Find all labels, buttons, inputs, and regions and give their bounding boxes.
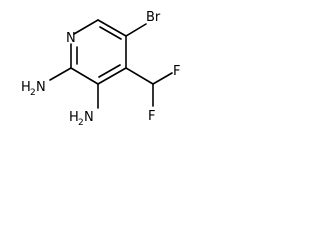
bond-c4-c3-double xyxy=(98,64,121,78)
amine-bottom-n: N xyxy=(84,110,94,125)
amine-left: H 2 N xyxy=(21,80,46,98)
amine-bottom-h: H xyxy=(69,110,79,125)
atom-bromine: Br xyxy=(146,10,161,25)
chemical-structure: N Br F F H 2 N H 2 N xyxy=(21,10,180,128)
bond-c2-nh2 xyxy=(49,67,72,81)
bond-c6-c5-double xyxy=(99,26,122,40)
amine-left-subscript: 2 xyxy=(30,88,36,98)
bond-n-c6 xyxy=(73,19,99,35)
atom-fluorine-lower: F xyxy=(148,109,155,124)
bond-chf2-f-upper xyxy=(152,72,173,85)
bond-c3-c2 xyxy=(70,67,99,85)
substituent-bonds xyxy=(49,23,173,109)
bond-c4-c3 xyxy=(97,67,127,85)
atom-fluorine-upper: F xyxy=(173,64,180,79)
pyridine-ring xyxy=(70,19,127,85)
bond-c6-c5 xyxy=(97,19,127,37)
amine-bottom: H 2 N xyxy=(69,110,94,128)
amine-bottom-subscript: 2 xyxy=(78,118,84,128)
atom-ring-nitrogen: N xyxy=(66,31,76,46)
bond-c5-br xyxy=(125,23,147,37)
amine-left-h: H xyxy=(21,80,31,95)
amine-left-n: N xyxy=(36,80,46,95)
bond-c4-chf2 xyxy=(125,67,154,85)
